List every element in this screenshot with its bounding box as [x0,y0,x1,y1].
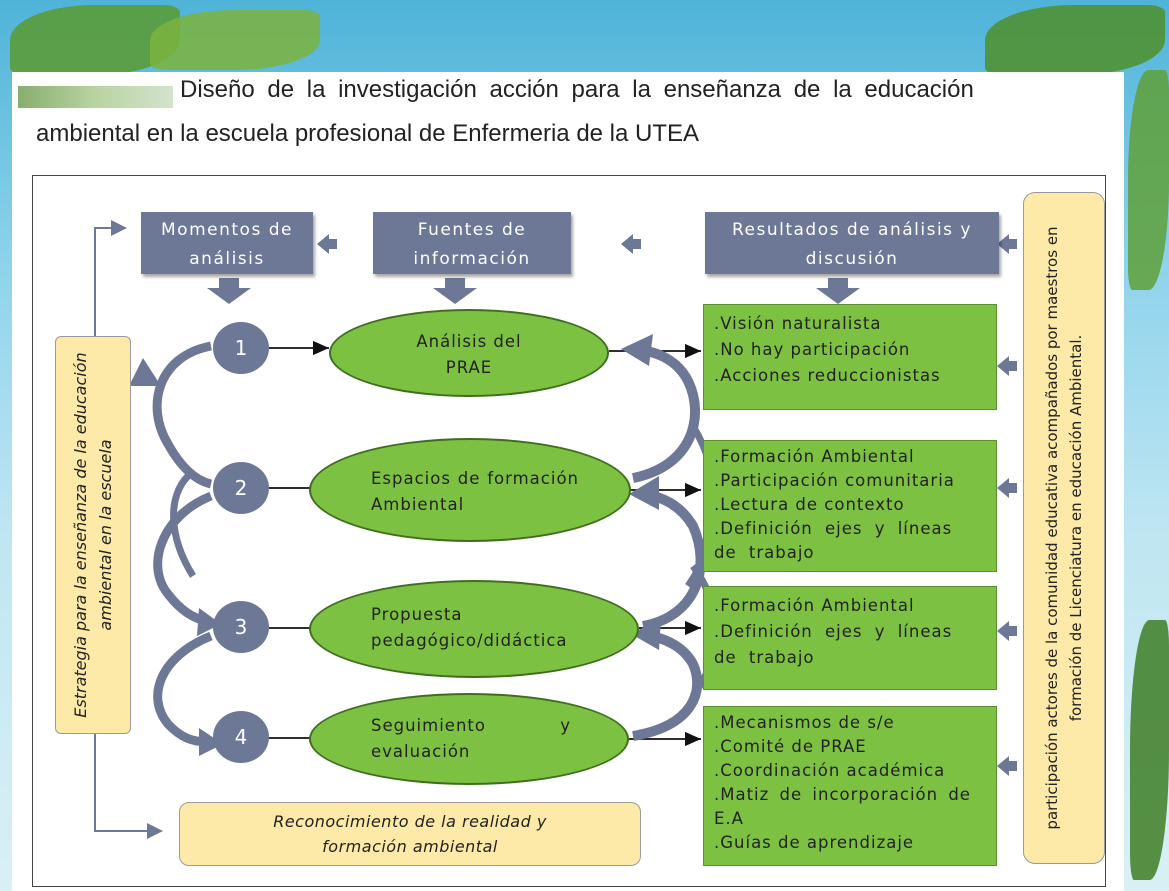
header-resultados-label: Resultados de análisis y discusión [731,220,972,269]
step-ellipse-2: Espacios de formación Ambiental [309,438,631,542]
result-item: .Definición ejes y líneas de trabajo [714,519,953,562]
results-box-1: .Visión naturalista .No hay participació… [703,304,997,410]
cycle-arrow-right-1-head [621,334,653,366]
result-item: .Formación Ambiental [714,596,915,615]
step-number-1: 1 [213,322,269,374]
header-momentos-label: Momentos de análisis [161,220,293,269]
cycle-arrow-left-3-head [199,728,223,756]
header-momentos-de-analisis: Momentos de análisis [141,212,313,274]
step-label-2: Espacios de formación Ambiental [371,469,579,514]
cycle-arrow-right-3 [632,629,703,741]
cycle-arrow-left-2-head [197,608,221,636]
arrow-side-to-result-3 [997,621,1017,641]
header-fuentes-de-informacion: Fuentes de información [373,212,571,274]
participation-box: participación actores de la comunidad ed… [1023,192,1105,864]
step-number-2: 2 [213,462,269,514]
step-label-3: Propuesta pedagógico/didáctica [371,605,568,650]
arrow-side-to-result-1 [997,356,1017,376]
arrow-down-resultados [816,278,860,304]
strategy-label: Estrategia para la enseñanza de la educa… [71,352,115,718]
step-ellipse-3: Propuesta pedagógico/didáctica [309,580,639,678]
step-ellipse-1: Análisis del PRAE [329,309,609,397]
diagram-connectors [94,220,1017,839]
header-resultados-analisis-discusion: Resultados de análisis y discusión [705,212,999,274]
results-box-3: .Formación Ambiental .Definición ejes y … [703,586,997,690]
result-item: .Mecanismos de s/e [714,713,895,732]
title-decoration [18,86,173,108]
background-foliage-right-3 [1130,620,1169,880]
step-label-1: Análisis del PRAE [416,332,522,377]
background-foliage-right-2 [1128,70,1169,290]
step-number-3: 3 [213,601,269,653]
reconocimiento-label: Reconocimiento de la realidad y formació… [273,812,547,856]
cycle-arrow-left-1 [152,341,213,489]
background-foliage-left-2 [150,10,320,70]
cycle-arrow-right-2 [640,489,706,631]
participation-label: participación actores de la comunidad ed… [1043,226,1085,830]
arrow-down-fuentes [433,278,477,304]
research-diagram: Momentos de análisis Fuentes de informac… [32,175,1106,887]
result-item: .Guías de aprendizaje [714,833,915,852]
cycle-arrow-right-1 [631,344,700,483]
step-ellipse-4: Seguimiento y evaluación [309,693,629,785]
result-item: .Visión naturalista [714,314,882,333]
cycle-arrow-right-2-head [629,476,659,510]
results-box-4: .Mecanismos de s/e .Comité de PRAE .Coor… [703,706,997,866]
result-item: .No hay participación [714,340,911,359]
strategy-box: Estrategia para la enseñanza de la educa… [55,336,131,734]
result-item: .Matiz de incorporación de E.A [714,785,971,828]
result-item: .Acciones reduccionistas [714,366,941,385]
cycle-arrow-left-2 [153,491,213,627]
result-item: .Definición ejes y líneas de trabajo [714,622,953,667]
result-item: .Formación Ambiental [714,447,915,466]
header-fuentes-label: Fuentes de información [413,220,531,269]
reconocimiento-box: Reconocimiento de la realidad y formació… [179,802,641,866]
arrow-down-momentos [207,278,251,304]
title-line-2: ambiental en la escuela profesional de E… [36,120,700,147]
bracket-bottom [94,734,163,839]
result-item: .Participación comunitaria [714,471,955,490]
step-label-4: Seguimiento y evaluación [371,716,571,761]
arrow-fuentes-to-momentos [317,234,337,254]
arrow-side-to-result-2 [997,478,1017,498]
results-box-2: .Formación Ambiental .Participación comu… [703,440,997,572]
result-item: .Comité de PRAE [714,737,867,756]
arrow-resultados-to-fuentes [621,234,641,254]
cycle-arrow-left-3 [153,631,213,747]
arrow-side-to-resultados [997,234,1017,254]
cycle-arrow-left-4 [170,473,196,578]
arrow-side-to-result-4 [997,756,1017,776]
slide-page: Diseño de la investigación acción para l… [12,72,1124,891]
bracket-top [94,220,127,336]
cycle-arrow-right-3-head [631,618,661,650]
step-number-4: 4 [213,711,269,763]
result-item: .Lectura de contexto [714,495,905,514]
result-item: .Coordinación académica [714,761,946,780]
cycle-arrow-left-1-head [129,358,161,386]
title-line-1: Diseño de la investigación acción para l… [180,76,974,103]
background-foliage-right [985,5,1165,75]
